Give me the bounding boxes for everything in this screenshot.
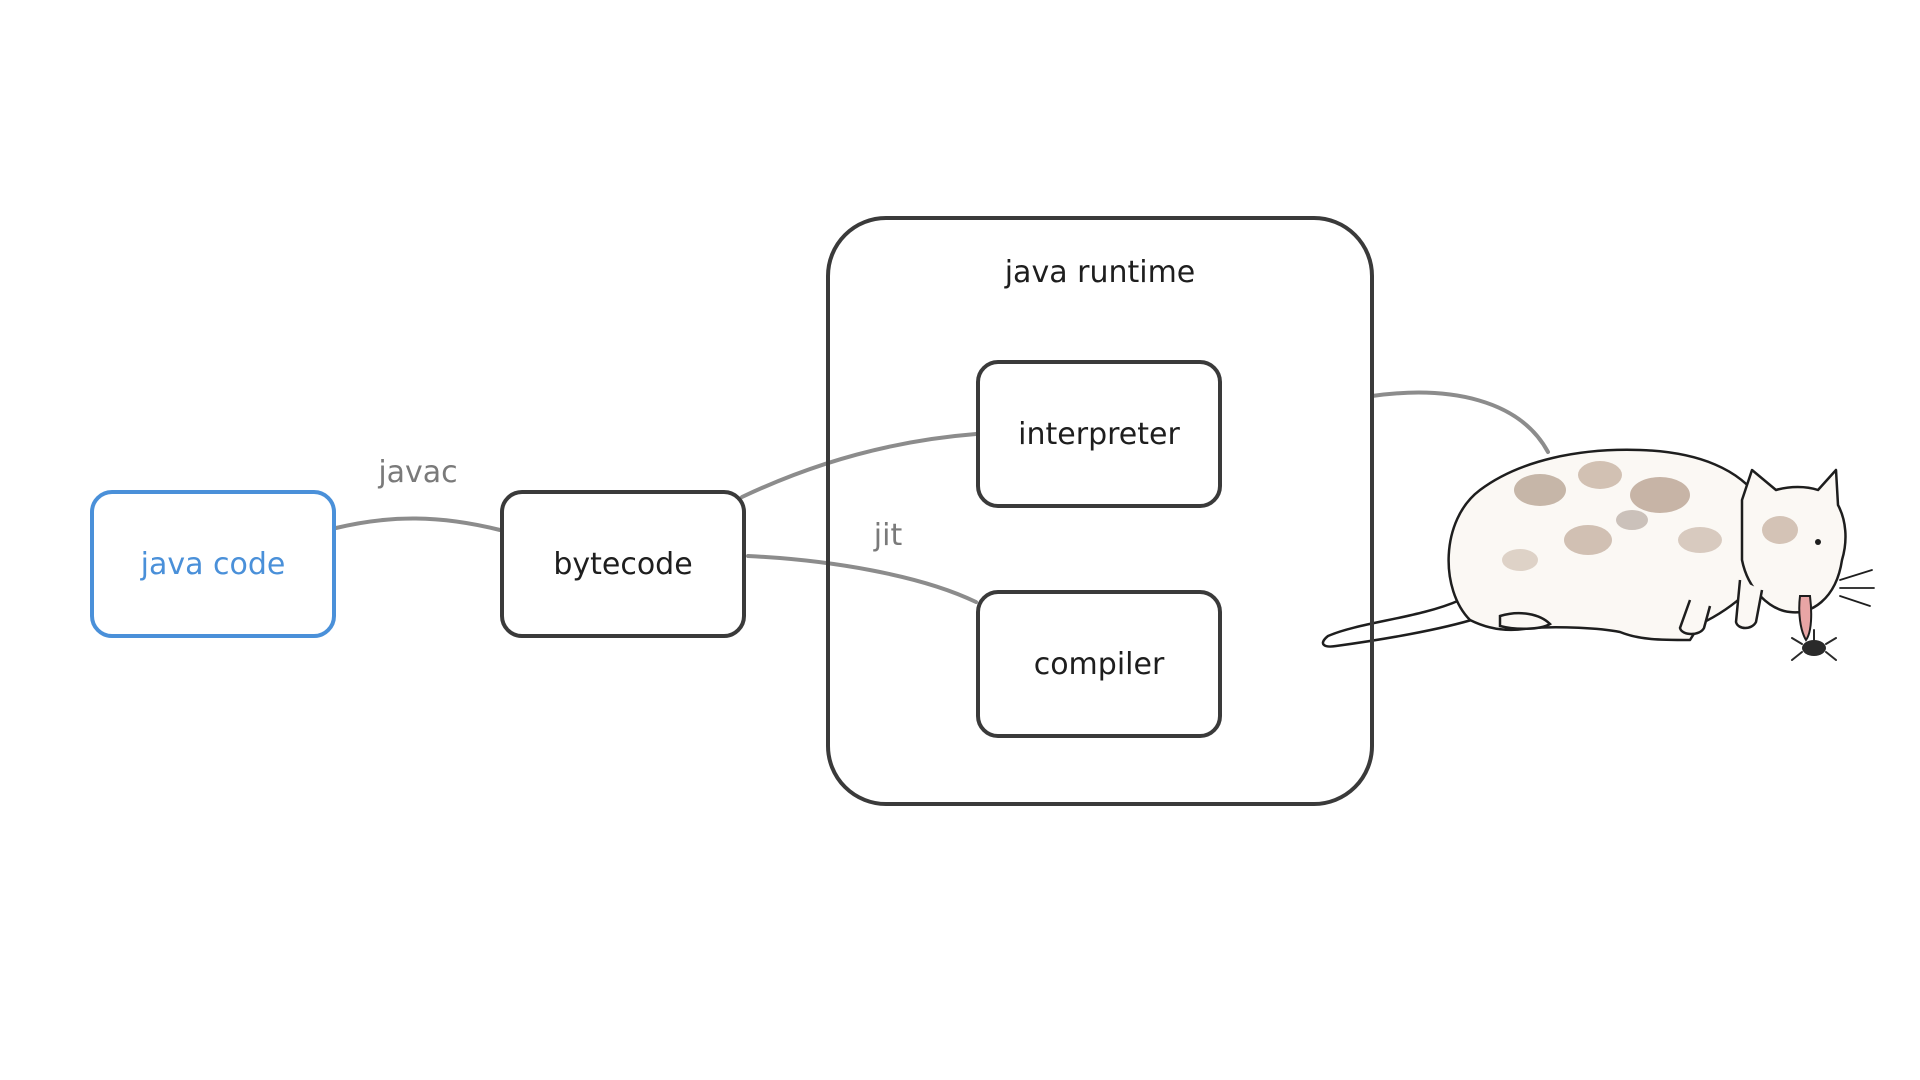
java-code-label: java code [140,546,286,582]
interpreter-label: interpreter [1018,416,1180,452]
interpreter-node[interactable]: interpreter [976,360,1222,508]
bug-icon [1791,629,1837,661]
cat-patch [1616,510,1648,530]
cat-tail [1321,598,1480,648]
cat-patch [1630,477,1690,513]
cat-illustration [1321,448,1875,661]
cat-head [1740,468,1847,614]
cat-whiskers [1839,569,1875,607]
java-code-node[interactable]: java code [90,490,336,638]
edge-interpret [740,432,978,499]
bytecode-label: bytecode [553,546,693,582]
edge-runtime-to-cat [1370,390,1550,454]
edge-jit [746,554,978,604]
compiler-label: compiler [1033,646,1165,682]
java-runtime-title: java runtime [1004,255,1196,290]
cat-paw [1498,612,1553,630]
cat-tongue [1798,595,1813,642]
cat-leg [1734,579,1764,630]
bytecode-node[interactable]: bytecode [500,490,746,638]
compiler-node[interactable]: compiler [976,590,1222,738]
edge-javac [334,516,502,532]
cat-patch [1678,527,1722,553]
javac-label: javac [378,455,458,490]
jit-label: jit [873,518,903,553]
cat-eye [1815,539,1821,545]
cat-patch [1564,525,1612,555]
cat-leg [1678,599,1712,636]
cat-patch [1762,516,1798,544]
cat-patch [1578,461,1622,489]
cat-patch [1514,474,1566,506]
cat-patch [1502,549,1538,571]
java-runtime-container[interactable] [826,216,1374,806]
